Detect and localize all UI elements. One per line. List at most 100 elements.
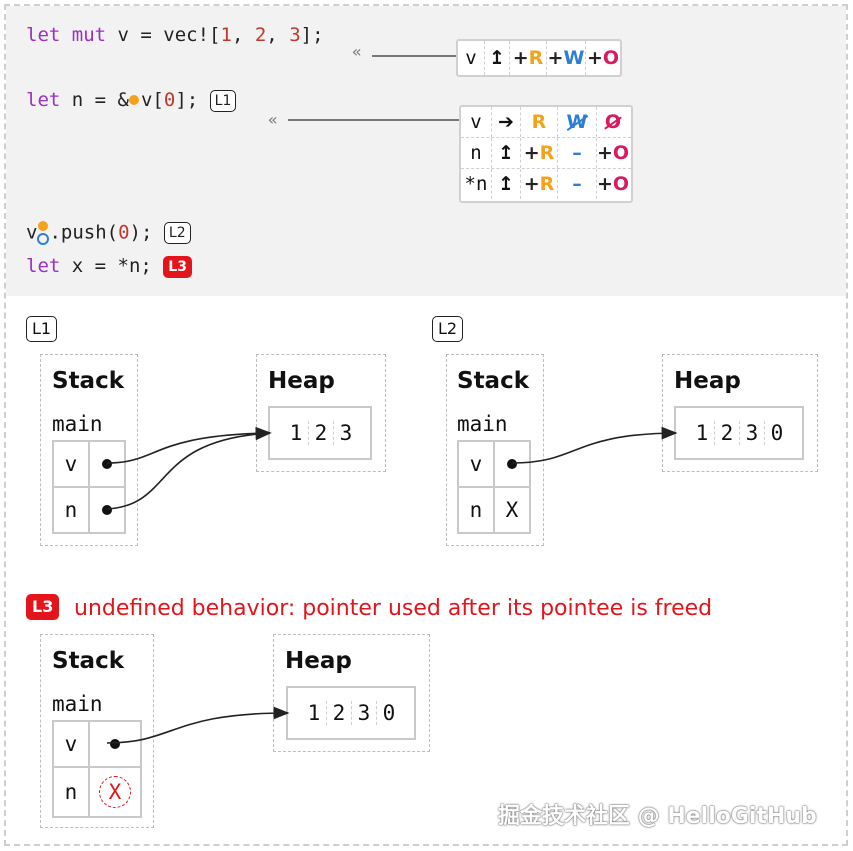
heap-title: Heap bbox=[268, 368, 335, 394]
path-label: *n bbox=[464, 173, 488, 195]
permissions-row-v: v ➔ R W O bbox=[461, 107, 631, 137]
pointer-dot bbox=[102, 459, 112, 469]
code-text: v = vec![ bbox=[106, 24, 221, 46]
code-text: , bbox=[231, 24, 255, 46]
path-status-icon: ➔ bbox=[491, 107, 520, 137]
heap-value: 2 bbox=[308, 421, 333, 445]
diagram-label-L1: L1 bbox=[26, 316, 58, 342]
pointer-cell bbox=[88, 720, 142, 768]
stack-title: Stack bbox=[52, 648, 125, 674]
code-line-3: v.push(0); L2 bbox=[26, 221, 191, 245]
diagram-label-L3: L3 bbox=[26, 594, 60, 620]
permissions-row-deref-n: *n ↥ +R – +O bbox=[461, 168, 631, 199]
number-literal: 3 bbox=[289, 24, 301, 46]
heap-array-L2: 1 2 3 0 bbox=[674, 406, 804, 460]
code-line-4: let x = *n; L3 bbox=[26, 255, 192, 278]
label-L2: L2 bbox=[163, 222, 191, 244]
stack-region-L2 bbox=[446, 354, 544, 546]
own-permission: +O bbox=[596, 138, 629, 168]
heap-value: 0 bbox=[764, 421, 789, 445]
permissions-box-2: v ➔ R W O n ↥ +R – +O *n ↥ +R – +O bbox=[459, 105, 633, 203]
permission-change-icon bbox=[37, 221, 50, 245]
undefined-behavior-message: undefined behavior: pointer used after i… bbox=[74, 596, 713, 621]
heap-value: 3 bbox=[739, 421, 764, 445]
borrow-point-icon bbox=[128, 94, 139, 105]
stack-region-L1 bbox=[40, 354, 138, 546]
stack-frame-name: main bbox=[457, 412, 508, 436]
pointer-dot bbox=[102, 505, 112, 515]
code-text: n = & bbox=[60, 89, 129, 111]
permissions-box-1: v ↥ +R +W +O bbox=[456, 39, 622, 77]
code-text: v bbox=[26, 221, 38, 244]
guillemet-icon: « bbox=[352, 42, 362, 61]
dangling-pointer-cell: X bbox=[88, 766, 142, 818]
stack-frame-name: main bbox=[52, 692, 103, 716]
read-permission: R bbox=[520, 107, 557, 137]
stack-region-L3 bbox=[40, 634, 154, 828]
path-status-icon: ↥ bbox=[491, 138, 520, 168]
pointer-dot bbox=[507, 459, 517, 469]
path-status-icon: ↥ bbox=[484, 41, 509, 75]
write-permission: +W bbox=[546, 41, 585, 75]
keyword: let bbox=[26, 255, 61, 277]
stack-title: Stack bbox=[52, 368, 125, 394]
keyword: let bbox=[26, 24, 61, 46]
connector-line bbox=[372, 55, 456, 57]
code-panel bbox=[6, 6, 846, 296]
heap-value: 1 bbox=[695, 421, 709, 445]
path-label: v bbox=[470, 111, 482, 133]
stack-var-n: n bbox=[52, 766, 90, 818]
no-permission: – bbox=[557, 169, 596, 199]
number-literal: 0 bbox=[163, 89, 176, 111]
own-permission-lost: O bbox=[596, 107, 629, 137]
code-text: ); bbox=[129, 221, 153, 244]
heap-title: Heap bbox=[674, 368, 741, 394]
heap-value: 3 bbox=[351, 701, 376, 725]
heap-value: 1 bbox=[289, 421, 303, 445]
keyword: mut bbox=[71, 24, 107, 46]
heap-region-L1 bbox=[256, 354, 386, 472]
pointer-cell bbox=[493, 440, 531, 488]
code-text: x = *n; bbox=[60, 255, 152, 277]
guillemet-icon: « bbox=[268, 110, 278, 129]
keyword: let bbox=[26, 89, 61, 111]
dangling-pointer-icon: X bbox=[99, 776, 131, 808]
heap-value: 0 bbox=[376, 701, 401, 725]
code-text: ]; bbox=[300, 24, 324, 46]
no-permission: – bbox=[557, 138, 596, 168]
stack-var-n: n bbox=[52, 486, 90, 534]
stack-var-n: n bbox=[457, 486, 495, 534]
heap-value: 2 bbox=[714, 421, 739, 445]
heap-title: Heap bbox=[285, 648, 352, 674]
pointer-arrow-v-L1 bbox=[106, 426, 272, 464]
pointer-arrow-v-L3 bbox=[106, 706, 290, 744]
watermark: 掘金技术社区 @ HelloGitHub bbox=[498, 804, 817, 829]
heap-value: 3 bbox=[333, 421, 358, 445]
code-text: ]; bbox=[175, 89, 199, 111]
heap-array-L1: 1 2 3 bbox=[268, 406, 372, 460]
label-L3: L3 bbox=[163, 255, 192, 278]
stack-title: Stack bbox=[457, 368, 530, 394]
heap-array-L3: 1 2 3 0 bbox=[286, 686, 416, 740]
own-permission: +O bbox=[596, 169, 629, 199]
stack-var-v: v bbox=[52, 720, 90, 768]
pointer-dot bbox=[110, 739, 120, 749]
number-literal: 1 bbox=[220, 24, 232, 46]
read-permission: +R bbox=[520, 169, 557, 199]
number-literal: 0 bbox=[118, 221, 130, 244]
outer-frame bbox=[4, 4, 848, 846]
invalid-pointer: X bbox=[493, 486, 531, 534]
path-status-icon: ↥ bbox=[491, 169, 520, 199]
heap-value: 2 bbox=[326, 701, 351, 725]
heap-region-L3 bbox=[273, 634, 430, 752]
code-text: , bbox=[266, 24, 290, 46]
read-permission: +R bbox=[520, 138, 557, 168]
write-permission-lost: W bbox=[557, 107, 596, 137]
code-text: v[ bbox=[140, 89, 164, 111]
pointer-arrow-n-L1 bbox=[106, 427, 272, 510]
path-label: v bbox=[465, 47, 477, 69]
diagram-label-L2: L2 bbox=[432, 316, 464, 342]
code-line-1: let mut v = vec![1, 2, 3]; bbox=[26, 24, 324, 46]
heap-region-L2 bbox=[662, 354, 818, 472]
